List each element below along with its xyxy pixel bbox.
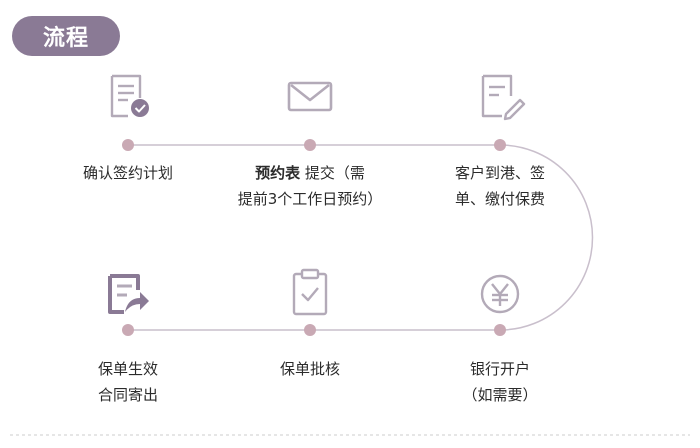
- node-step-3: [494, 139, 506, 151]
- step-6-label: 保单生效 合同寄出: [97, 360, 158, 404]
- flow-title: 流程: [42, 26, 89, 51]
- node-step-4: [494, 324, 506, 336]
- step-5-label: 保单批核: [279, 360, 340, 378]
- step-3-label: 客户到港、签 单、缴付保费: [454, 164, 545, 208]
- node-step-1: [122, 139, 134, 151]
- envelope-icon: [287, 81, 333, 112]
- pen-document-icon: [481, 74, 526, 121]
- node-step-6: [122, 324, 134, 336]
- yen-circle-icon: [480, 274, 520, 314]
- clipboard-check-icon: [292, 268, 328, 316]
- step-4-label: 银行开户 （如需要）: [462, 360, 538, 404]
- flow-title-badge: 流程: [12, 16, 120, 56]
- step-2-label: 预约表 提交（需 提前3个工作日预约）: [237, 164, 383, 208]
- checklist-document-icon: [110, 74, 149, 118]
- step-1-label: 确认签约计划: [82, 164, 173, 182]
- flow-connector: [128, 144, 594, 331]
- node-step-5: [304, 324, 316, 336]
- forward-document-icon: [108, 274, 149, 314]
- step-2-keyword: 预约表: [255, 164, 301, 182]
- node-step-2: [304, 139, 316, 151]
